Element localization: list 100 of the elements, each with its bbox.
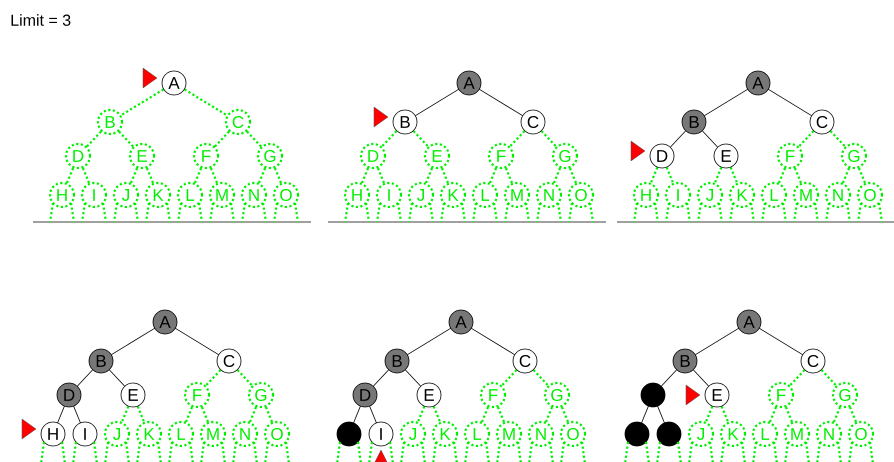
tree-node: E (714, 144, 738, 168)
unexplored-node: O (856, 182, 884, 208)
unexplored-node: I (376, 182, 402, 208)
tree-edge (504, 168, 514, 184)
tree-edge (111, 328, 155, 355)
tree-edge (488, 168, 498, 184)
stub-line (740, 442, 746, 462)
stub-line (632, 202, 638, 222)
tree-edge (405, 370, 421, 386)
stub-line (792, 202, 798, 222)
tree-edge (214, 130, 230, 148)
tree-node: I (368, 422, 394, 446)
stub-line (356, 442, 362, 462)
stub-line (104, 442, 110, 462)
expanded-node: A (152, 310, 178, 334)
stub-line (548, 442, 554, 462)
stub-line (400, 442, 406, 462)
stub-line (568, 202, 574, 222)
removed-node (336, 422, 362, 446)
expanded-node: A (456, 70, 482, 96)
stub-line (804, 442, 810, 462)
tree-node: I (72, 422, 98, 446)
tree-edge (412, 130, 429, 148)
tree-edge (509, 130, 526, 148)
tree-edge (568, 168, 578, 184)
stub-line (816, 442, 822, 462)
stub-line (198, 202, 204, 222)
stub-line (156, 442, 162, 462)
stub-line (60, 442, 66, 462)
stub-line (144, 202, 150, 222)
stub-line (284, 442, 290, 462)
stub-line (70, 202, 76, 222)
expanded-node: A (448, 310, 474, 334)
stub-line (784, 442, 790, 462)
stub-line (136, 442, 142, 462)
tree-edge (641, 406, 649, 423)
removed-node (656, 422, 682, 446)
tree-edge (415, 89, 459, 116)
stub-line (428, 202, 434, 222)
stub-line (836, 442, 842, 462)
stub-line (484, 442, 490, 462)
unexplored-node: G (256, 142, 284, 170)
stub-line (188, 442, 194, 462)
tree-edge (720, 406, 730, 422)
unexplored-node: M (784, 420, 810, 448)
stub-line (452, 442, 458, 462)
tree-edge (695, 328, 739, 355)
stub-line (102, 202, 108, 222)
stub-line (504, 202, 510, 222)
stub-line (240, 202, 246, 222)
tree-edge (353, 406, 361, 423)
tree-node: D (650, 144, 674, 168)
tree-edge (480, 406, 490, 422)
stub-line (516, 442, 522, 462)
tree-edge (560, 406, 570, 422)
tree-edge (194, 168, 202, 184)
tree-edge (730, 167, 738, 184)
tree-edge (146, 168, 154, 184)
tree-edge (407, 328, 451, 355)
tree-edge (532, 369, 549, 386)
tree-edge (479, 89, 523, 116)
expanded-node: A (746, 70, 770, 96)
stub-line (686, 202, 692, 222)
tree-edge (540, 130, 557, 148)
expanded-node: B (88, 348, 114, 374)
stub-line (72, 442, 78, 462)
unexplored-node: N (816, 420, 842, 448)
tree-edge (702, 130, 718, 148)
tree-edge (184, 406, 194, 422)
stub-line (408, 202, 414, 222)
unexplored-node: F (768, 382, 794, 408)
stub-line (388, 442, 394, 462)
stub-line (654, 202, 660, 222)
tree-edge (248, 406, 258, 422)
unexplored-node: F (488, 142, 514, 170)
tree-node: E (704, 382, 730, 408)
tree-edge (666, 167, 674, 184)
unexplored-node: M (496, 420, 522, 448)
stub-line (560, 442, 566, 462)
stub-line (856, 202, 862, 222)
unexplored-node: O (560, 420, 586, 448)
tree-edge (416, 406, 426, 422)
tree-node: B (392, 110, 418, 134)
unexplored-node: K (440, 182, 466, 208)
unexplored-node: J (688, 420, 714, 448)
tree-edge (109, 370, 125, 386)
tree-node: H (40, 422, 66, 446)
stub-line (472, 202, 478, 222)
tree-edge (210, 168, 218, 184)
unexplored-node: M (792, 182, 820, 208)
stub-line (232, 442, 238, 462)
stub-line (464, 442, 470, 462)
tree-edge (236, 369, 253, 386)
stub-line (364, 202, 370, 222)
stub-line (720, 442, 726, 462)
unexplored-node: I (664, 182, 692, 208)
unexplored-node: N (824, 182, 852, 208)
stub-line (688, 442, 694, 462)
expanded-node: B (384, 348, 410, 374)
stub-line (536, 202, 542, 222)
